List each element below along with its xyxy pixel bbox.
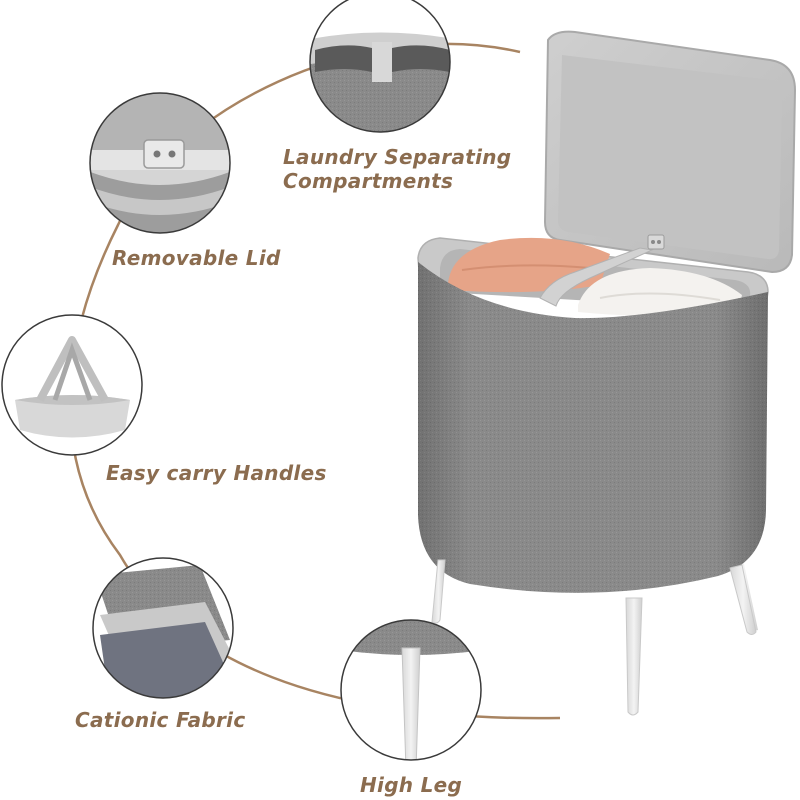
feature-label-handles: Easy carry Handles xyxy=(106,461,327,485)
feature-label-compartments: Laundry Separating Compartments xyxy=(283,145,511,193)
leg-icon xyxy=(340,619,482,761)
feature-label-lid: Removable Lid xyxy=(112,246,281,270)
laundry-hamper-image xyxy=(417,30,797,716)
carry-handle-icon xyxy=(1,314,143,456)
fabric-layers-icon xyxy=(92,557,234,699)
feature-label-compartments-line2: Compartments xyxy=(283,169,454,193)
feature-label-fabric: Cationic Fabric xyxy=(75,708,246,732)
feature-label-leg: High Leg xyxy=(360,773,463,797)
feature-label-compartments-line1: Laundry Separating xyxy=(283,145,512,169)
lid-hinge-icon xyxy=(89,92,231,234)
divider-compartments-icon xyxy=(309,0,451,133)
